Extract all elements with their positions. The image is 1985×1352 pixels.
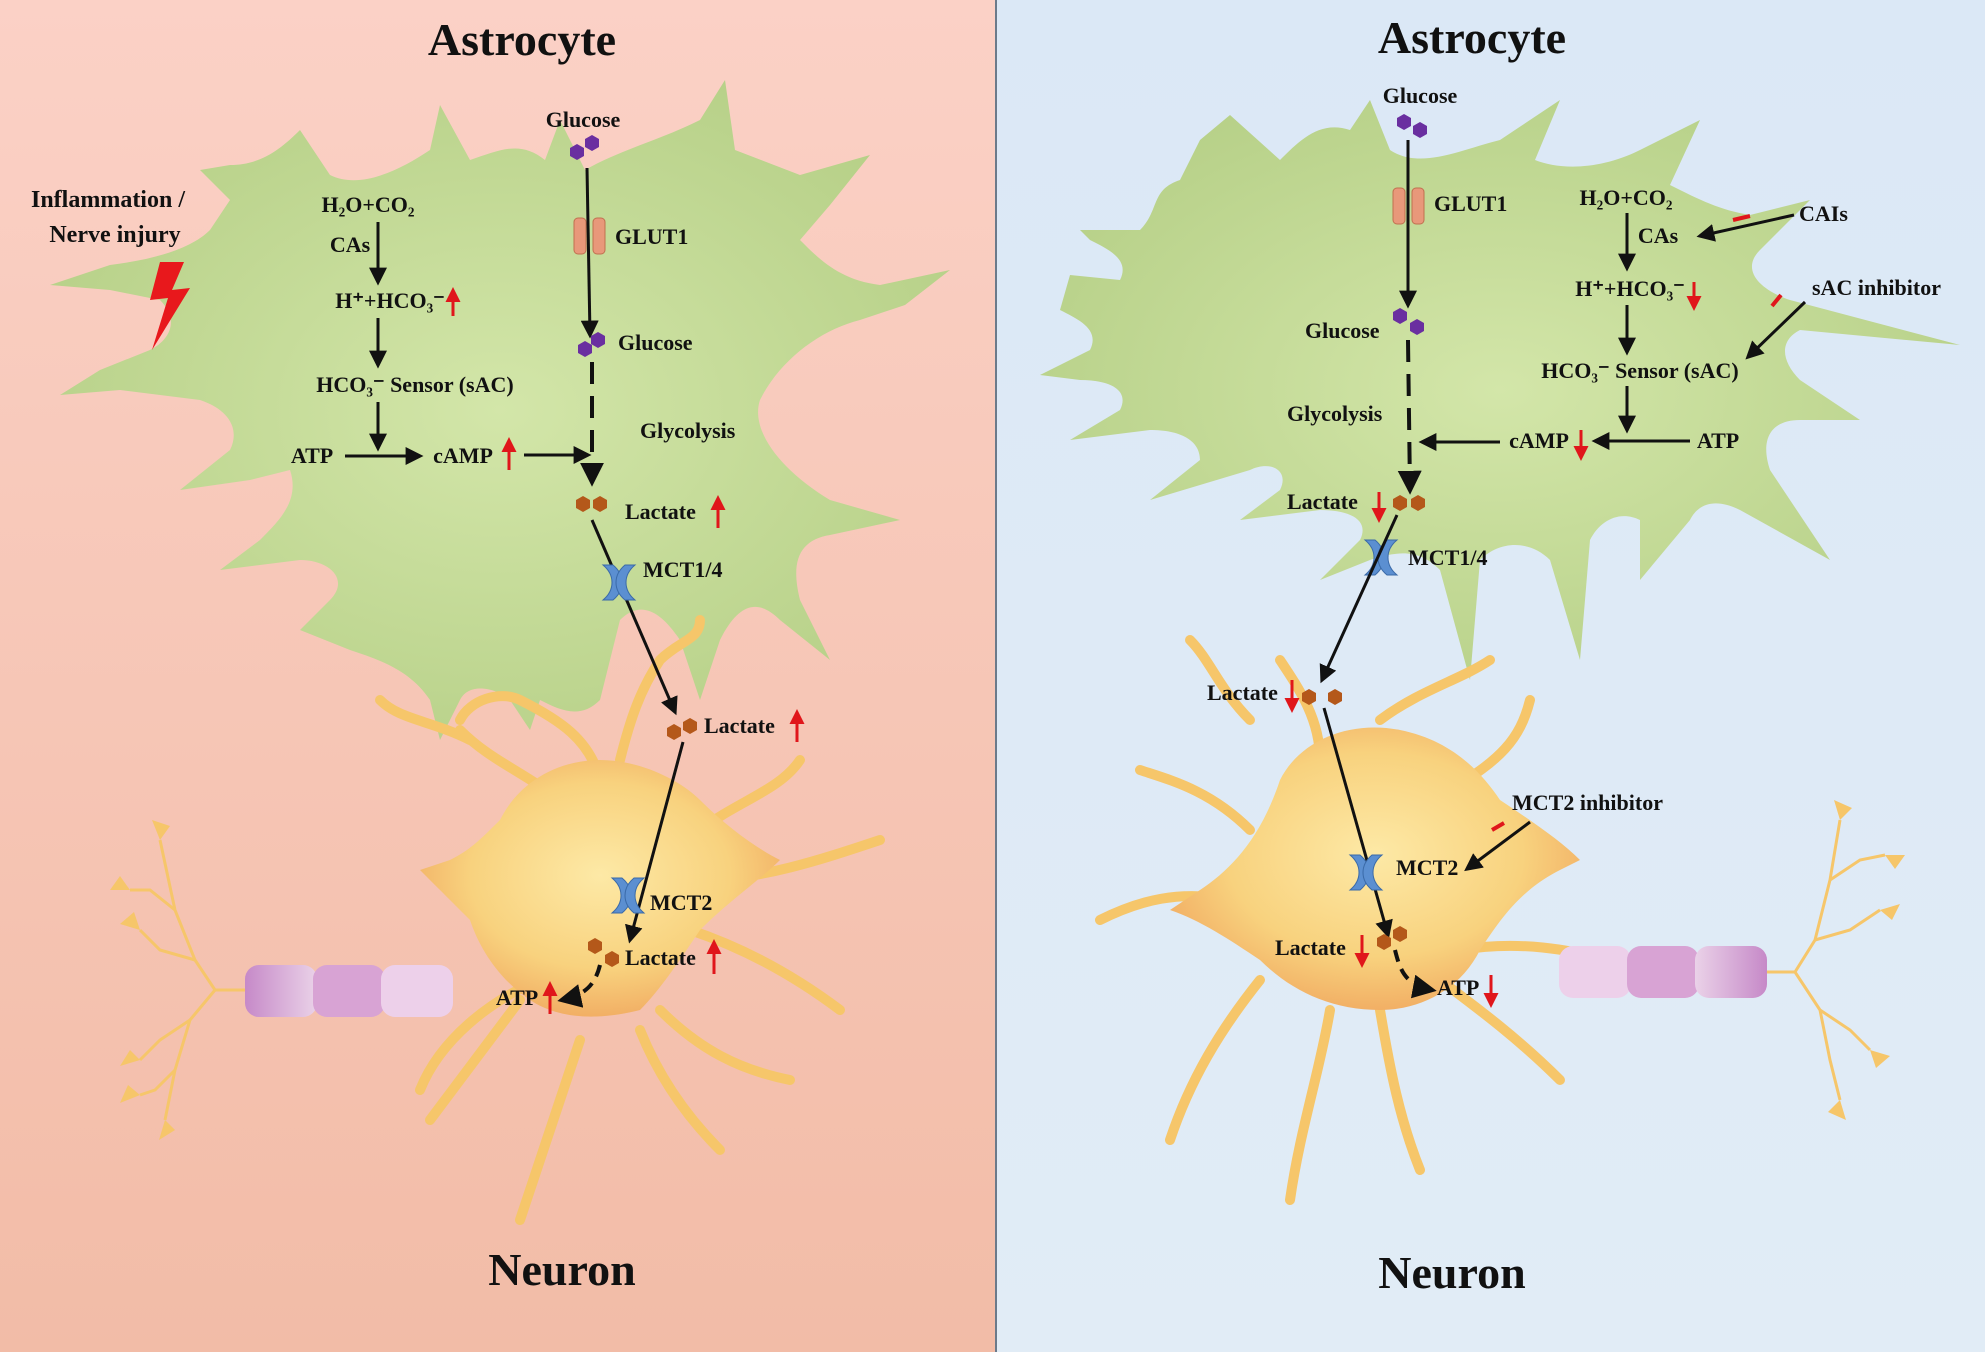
right-glucose-top-label: Glucose (1383, 83, 1458, 108)
right-products-label: H⁺+HCO₃⁻ (1575, 276, 1685, 301)
right-lactate-neuron-label: Lactate (1275, 935, 1346, 960)
right-arrow-lactate-export (1319, 514, 1399, 684)
left-mct2-transporter-icon (610, 877, 646, 914)
cai-inhibitor-label: CAIs (1799, 201, 1848, 226)
trigger-label-line2: Nerve injury (49, 222, 180, 248)
right-decrease-arrows (1284, 282, 1702, 1008)
right-glut1-label: GLUT1 (1434, 191, 1507, 216)
left-neuron-title: Neuron (488, 1244, 635, 1295)
right-axon-myelin (1559, 946, 1767, 998)
right-astrocyte-title: Astrocyte (1378, 12, 1566, 63)
right-glucose-inner-icon (1393, 308, 1424, 335)
right-enzyme-label: CAs (1638, 223, 1679, 248)
left-mct2-label: MCT2 (650, 890, 712, 915)
left-glucose-inner-label: Glucose (618, 330, 693, 355)
left-sensor-label: HCO₃⁻ Sensor (sAC) (316, 372, 513, 397)
right-neuron-title: Neuron (1378, 1247, 1525, 1298)
left-glucose-top-label: Glucose (546, 107, 621, 132)
left-lactate-astro-label: Lactate (625, 499, 696, 524)
left-glucose-inner-icon (578, 332, 605, 357)
mct2-inhibition-arrow (1464, 820, 1531, 872)
left-mct14-transporter-icon (601, 564, 637, 601)
left-glucose-top-icon (570, 135, 599, 160)
trigger-label-line1: Inflammation / (31, 187, 185, 213)
left-glycolysis-label: Glycolysis (640, 418, 736, 443)
right-glucose-inner-label: Glucose (1305, 318, 1380, 343)
mct2-inhibitor-label: MCT2 inhibitor (1512, 790, 1663, 815)
left-glut1-label: GLUT1 (615, 224, 688, 249)
right-neuron-cell (1095, 635, 1905, 1205)
left-glut1-transporter-icon (573, 217, 606, 255)
right-lactate-extra-label: Lactate (1207, 680, 1278, 705)
right-reaction-label: H₂O+CO₂ (1580, 185, 1673, 210)
left-axon-myelin (245, 965, 453, 1017)
left-lactate-neuron-icon (588, 938, 619, 967)
right-lactate-neuron-icon (1377, 926, 1407, 950)
lightning-icon (150, 262, 190, 350)
left-lactate-extra-label: Lactate (704, 713, 775, 738)
right-arrow-lactate-neuron (1322, 707, 1393, 939)
right-glycolysis-label: Glycolysis (1287, 401, 1383, 426)
right-lactate-astro-label: Lactate (1287, 489, 1358, 514)
sac-inhibitor-label: sAC inhibitor (1812, 275, 1941, 300)
left-atp-neuron-label: ATP (496, 985, 538, 1010)
right-mct2-label: MCT2 (1396, 855, 1458, 880)
left-camp-label: cAMP (433, 443, 493, 468)
right-atp-neuron-label: ATP (1437, 975, 1479, 1000)
right-astrocyte-cell (1040, 100, 1960, 680)
left-neuron-cell (110, 615, 885, 1225)
left-arrow-glucose-uptake (580, 167, 599, 339)
left-astrocyte-title: Astrocyte (428, 14, 616, 65)
left-reaction-label: H₂O+CO₂ (322, 192, 415, 217)
right-camp-label: cAMP (1509, 428, 1569, 453)
sac-inhibition-arrow (1745, 300, 1807, 360)
right-atp-label: ATP (1697, 428, 1739, 453)
left-astrocyte-cell (50, 80, 950, 740)
left-atp-label: ATP (291, 443, 333, 468)
right-mct14-label: MCT1/4 (1408, 545, 1487, 570)
left-increase-arrows (445, 287, 805, 1014)
right-lactate-extra-icon (1302, 689, 1342, 705)
right-glucose-top-icon (1397, 114, 1427, 138)
right-glut1-transporter-icon (1392, 187, 1425, 225)
inhibition-minus-icon (1732, 214, 1751, 222)
right-glycolysis-dashed-arrow (1397, 339, 1422, 495)
left-products-label: H⁺+HCO₃⁻ (335, 288, 445, 313)
right-lactate-astro-icon (1393, 495, 1425, 511)
left-dashed-arrow-atp (557, 964, 602, 1008)
right-dashed-arrow-atp (1393, 949, 1437, 999)
left-lactate-neuron-label: Lactate (625, 945, 696, 970)
left-lactate-astro-icon (576, 496, 607, 512)
inhibition-minus-icon (1490, 821, 1506, 832)
right-sensor-label: HCO₃⁻ Sensor (sAC) (1541, 358, 1738, 383)
left-mct14-label: MCT1/4 (643, 557, 722, 582)
right-mct2-transporter-icon (1348, 854, 1384, 891)
inhibition-minus-icon (1770, 293, 1783, 308)
cai-inhibition-arrow (1696, 213, 1795, 242)
left-lactate-extra-icon (667, 718, 697, 740)
left-arrow-lactate-export (590, 519, 678, 716)
left-enzyme-label: CAs (330, 232, 371, 257)
